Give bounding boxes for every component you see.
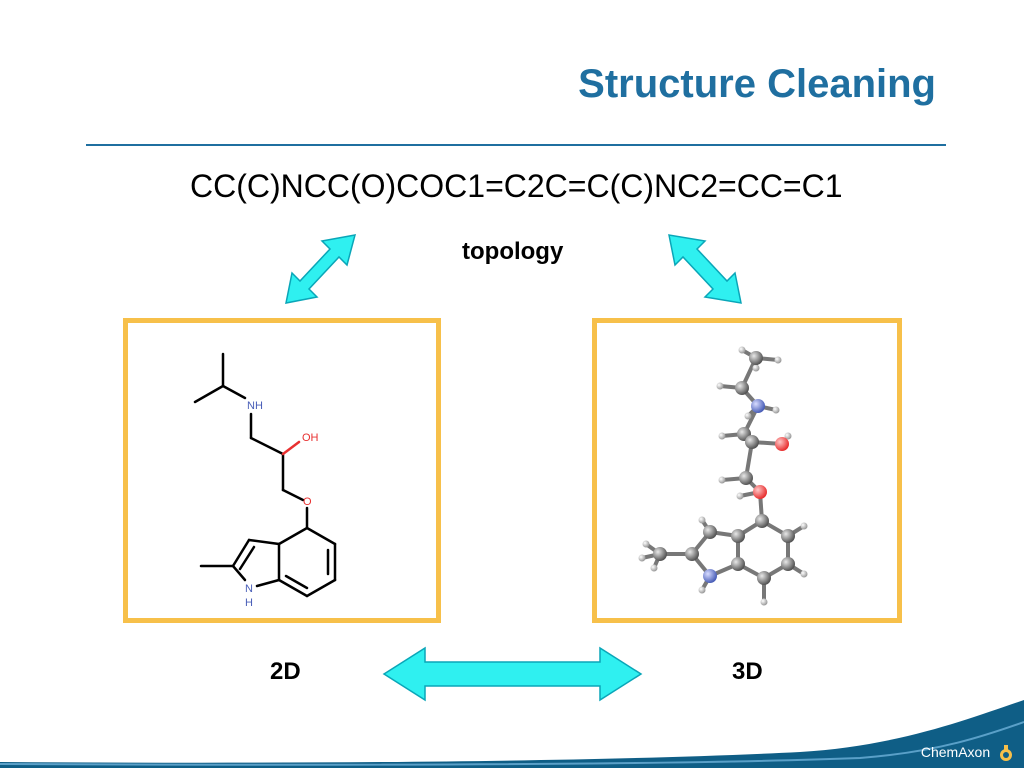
brand-name: ChemAxon: [920, 743, 991, 760]
slide-title: Structure Cleaning: [578, 62, 936, 106]
double-arrow-left-diagonal: [285, 234, 357, 304]
atom-label-o: O: [303, 496, 312, 508]
label-2d: 2D: [270, 658, 301, 685]
title-divider: [86, 144, 946, 146]
smiles-string: CC(C)NCC(O)COC1=C2C=C(C)NC2=CC=C1: [190, 168, 843, 204]
atom-label-n: N: [245, 583, 253, 595]
topology-label: topology: [462, 238, 564, 265]
label-3d: 3D: [732, 658, 763, 685]
footer-wave: [0, 700, 1024, 768]
atom-label-h: H: [245, 597, 253, 609]
structure-3d-drawing: [638, 346, 808, 606]
atom-label-nh: NH: [247, 400, 263, 412]
structure-2d-drawing: NH OH O N H: [193, 352, 337, 609]
flask-icon: [1000, 745, 1012, 761]
brand-logo: ChemAxon: [921, 744, 1014, 762]
double-arrow-right-diagonal: [668, 234, 742, 304]
atom-label-oh: OH: [302, 432, 319, 444]
